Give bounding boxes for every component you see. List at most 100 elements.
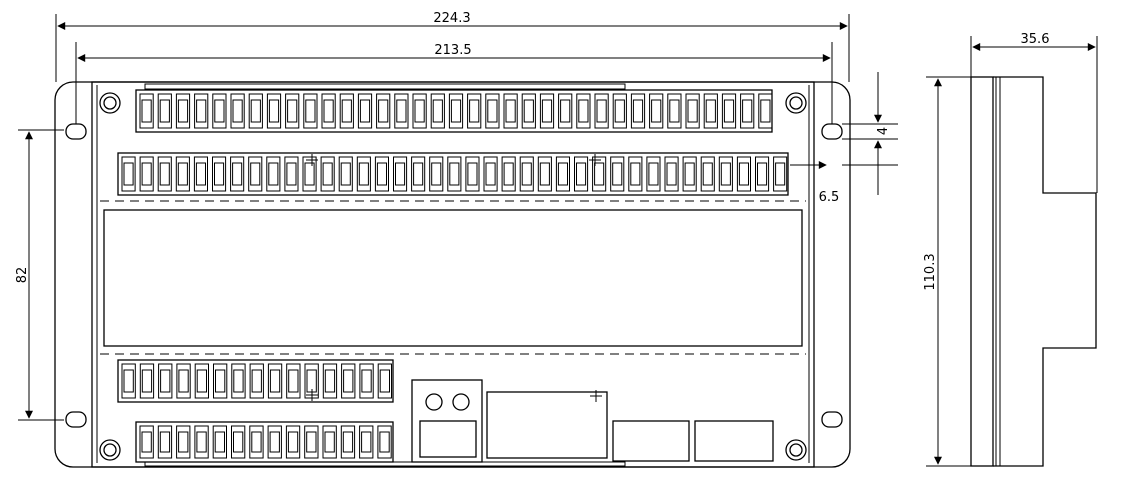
dimension-label-depth: 35.6 (1021, 32, 1050, 47)
terminal-screw-slot (361, 431, 372, 453)
terminal-block (339, 93, 354, 129)
terminal-block (574, 156, 589, 192)
terminal-block (755, 156, 770, 192)
terminal-screw-slot (376, 162, 387, 186)
terminal-block (682, 156, 697, 192)
terminal-screw-slot (250, 99, 261, 123)
terminal-block (374, 156, 389, 192)
terminal-block (592, 156, 607, 192)
dimension-label-overall-width: 224.3 (433, 11, 470, 26)
terminal-screw-slot (323, 99, 334, 123)
terminal-block (394, 93, 409, 129)
terminal-screw-slot (720, 162, 731, 186)
terminal-screw-slot (414, 99, 425, 123)
terminal-block (521, 93, 536, 129)
terminal-block (157, 93, 172, 129)
terminal-block (285, 93, 300, 129)
terminal-screw-slot (322, 162, 333, 186)
terminal-block (267, 425, 282, 459)
terminal-block (376, 93, 391, 129)
terminal-block (193, 156, 208, 192)
terminal-screw-slot (469, 99, 480, 123)
terminal-screw-slot (269, 431, 280, 453)
terminal-screw-slot (324, 369, 336, 393)
terminal-screw-slot (358, 162, 369, 186)
dimension-label-edge-offset: 6.5 (819, 190, 840, 205)
dimension-label-overall-height: 110.3 (923, 253, 938, 290)
terminal-block (249, 425, 264, 459)
terminal-screw-slot (177, 99, 189, 123)
terminal-block (139, 156, 154, 192)
terminal-block (412, 93, 427, 129)
terminal-screw-slot (413, 162, 424, 186)
terminal-block (213, 363, 228, 399)
terminal-screw-slot (159, 99, 170, 123)
connector-main (486, 391, 608, 459)
front-view (54, 81, 851, 468)
terminal-block (359, 425, 374, 459)
dimension-overall-height: 110.3 (923, 76, 971, 467)
terminal-block (212, 156, 227, 192)
terminal-block (721, 93, 737, 129)
terminal-block (448, 93, 464, 129)
dimension-hole-offset: 4 (842, 72, 898, 195)
terminal-block (539, 93, 555, 129)
terminal-block (194, 93, 209, 129)
terminal-screw-slot (250, 162, 261, 186)
dimension-edge-offset: 6.5 (790, 161, 898, 205)
terminal-screw-slot (343, 369, 354, 393)
connector-port-1 (612, 420, 690, 462)
terminal-screw-slot (705, 99, 716, 123)
terminal-screw-slot (196, 369, 207, 393)
terminal-block (212, 425, 227, 459)
terminal-block (377, 425, 392, 459)
terminal-block (248, 156, 263, 192)
terminal-screw-slot (214, 431, 225, 453)
terminal-block (736, 156, 752, 192)
terminal-block (121, 363, 136, 399)
terminal-screw-slot (251, 369, 262, 393)
dimension-label-mounting-vertical: 82 (15, 267, 30, 284)
terminal-block (612, 93, 627, 129)
display-window (103, 209, 803, 347)
terminal-screw-slot (666, 162, 677, 186)
terminal-block (285, 425, 301, 459)
dimension-depth: 35.6 (970, 32, 1098, 193)
terminal-block (630, 93, 646, 129)
terminal-block (393, 156, 408, 192)
terminal-screw-slot (141, 431, 152, 453)
terminal-block (175, 156, 190, 192)
terminal-block (230, 93, 245, 129)
mounting-hole-top-left (65, 123, 87, 140)
terminal-screw-slot (123, 162, 134, 186)
terminal-block (304, 425, 319, 459)
screw-top-right (785, 92, 807, 114)
terminal-screw-slot (306, 431, 317, 453)
terminal-screw-slot (594, 162, 605, 186)
terminal-screw-slot (702, 162, 713, 186)
terminal-row-bottom-inner (117, 359, 394, 403)
dimension-label-inner-width: 213.5 (434, 43, 471, 58)
terminal-screw-slot (141, 99, 152, 123)
terminal-screw-slot (232, 162, 243, 186)
terminal-block (773, 156, 788, 192)
terminal-block (576, 93, 591, 129)
terminal-block (558, 93, 573, 129)
terminal-screw-slot (361, 369, 372, 393)
terminal-block (519, 156, 534, 192)
terminal-screw-slot (196, 431, 207, 453)
terminal-screw-slot (141, 162, 152, 186)
terminal-screw-slot (195, 162, 206, 186)
terminal-screw-slot (178, 431, 189, 453)
terminal-block (194, 425, 209, 459)
terminal-block (667, 93, 682, 129)
terminal-screw-slot (487, 99, 498, 123)
terminal-block (758, 93, 773, 129)
mounting-hole-bottom-right (821, 411, 843, 428)
terminal-screw-slot (233, 431, 244, 453)
terminal-block (718, 156, 733, 192)
terminal-screw-slot (684, 162, 695, 186)
terminal-screw-slot (268, 162, 279, 186)
terminal-screw-slot (287, 431, 299, 453)
